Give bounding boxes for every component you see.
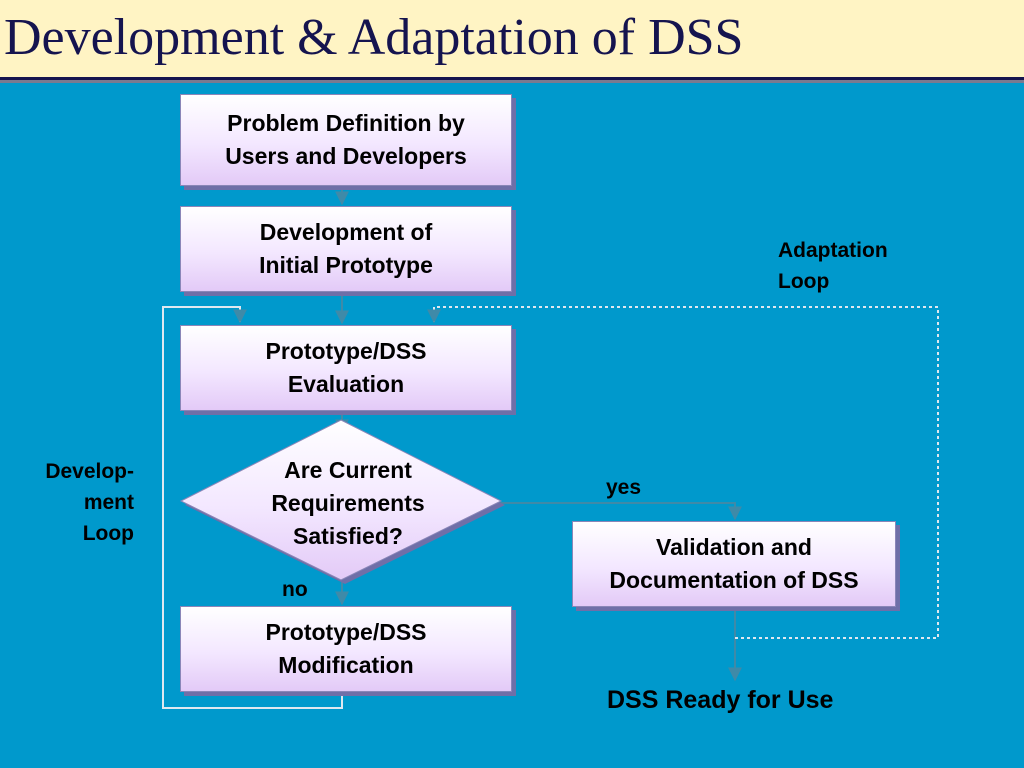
box-evaluation-text: Prototype/DSS Evaluation <box>265 338 427 397</box>
arrow-yes-to-validation <box>500 502 742 521</box>
page-title: Development & Adaptation of DSS <box>4 9 744 66</box>
title-bar: Development & Adaptation of DSS <box>0 0 1024 80</box>
box-initial-prototype: Development of Initial Prototype <box>180 206 512 292</box>
label-no: no <box>282 578 308 601</box>
decision-text: Are Current Requirements Satisfied? <box>271 457 425 549</box>
adaptation-loop-line <box>427 306 939 639</box>
box-problem-definition: Problem Definition by Users and Develope… <box>180 94 512 186</box>
box-problem-definition-text: Problem Definition by Users and Develope… <box>225 110 467 169</box>
development-loop-line <box>162 306 343 709</box>
label-yes: yes <box>606 476 642 499</box>
box-modification: Prototype/DSS Modification <box>180 606 512 692</box>
label-dss-ready: DSS Ready for Use <box>607 686 834 714</box>
box-validation-text: Validation and Documentation of DSS <box>609 534 859 593</box>
box-evaluation: Prototype/DSS Evaluation <box>180 325 512 411</box>
label-development-loop: Develop- ment Loop <box>45 460 134 545</box>
box-initial-prototype-text: Development of Initial Prototype <box>259 219 433 278</box>
box-validation: Validation and Documentation of DSS <box>572 521 896 607</box>
label-adaptation-loop: Adaptation Loop <box>778 239 888 293</box>
box-modification-text: Prototype/DSS Modification <box>265 619 427 678</box>
